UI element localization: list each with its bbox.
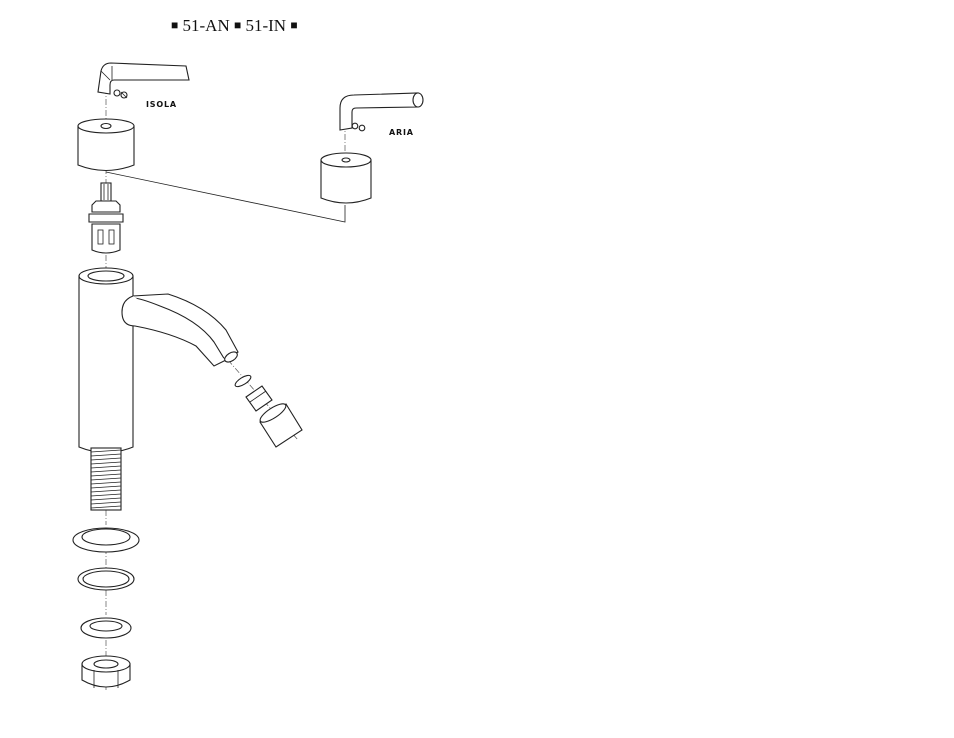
aerator-assembly [234,373,302,447]
faucet-body [79,268,239,453]
aria-handle [340,93,423,131]
rubber-gasket [78,568,134,590]
base-flange [73,528,139,552]
aria-cap [321,153,371,203]
isola-cap [78,119,134,171]
alternative-connector-line [106,172,345,222]
lock-nut [82,656,130,688]
valve-cartridge [89,183,123,253]
washer [81,618,131,638]
isola-handle [98,63,189,98]
threaded-shank [91,448,121,510]
